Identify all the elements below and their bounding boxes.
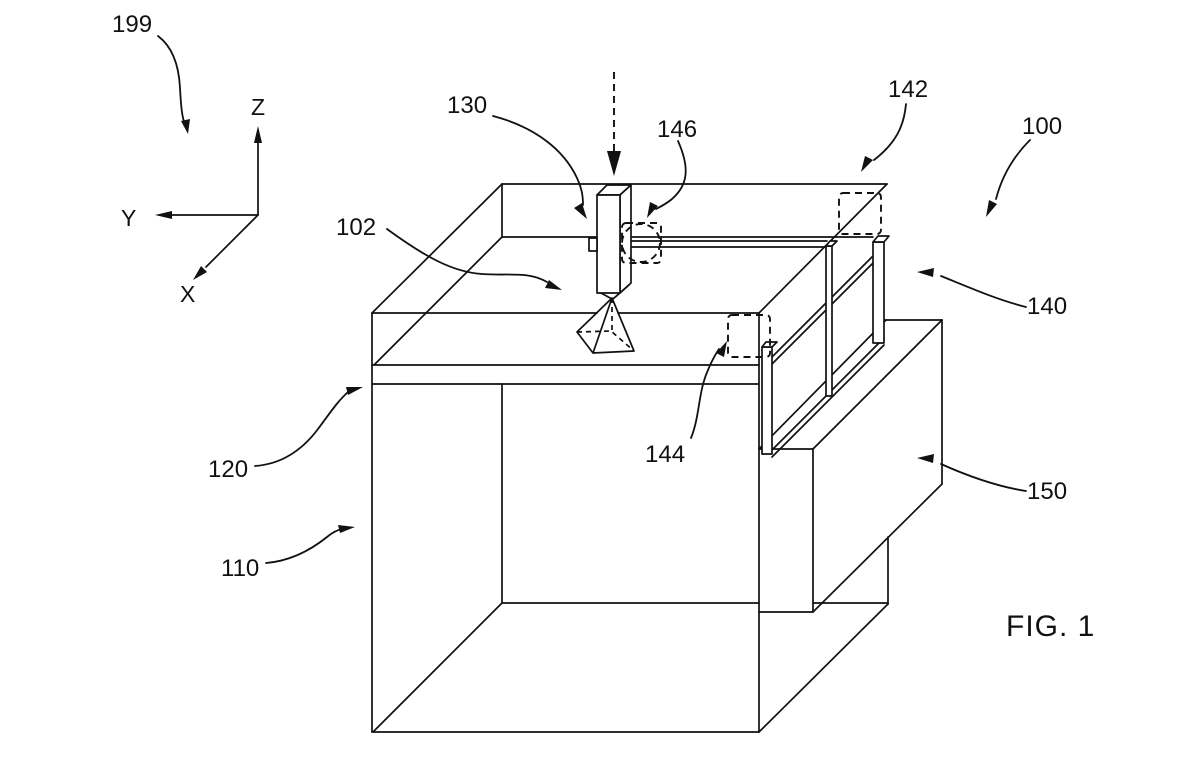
arrowhead-110 <box>338 525 355 533</box>
arrowhead-102 <box>545 280 562 290</box>
label-199: 199 <box>112 11 152 38</box>
label-140: 140 <box>1027 293 1067 320</box>
x-axis-line <box>205 214 259 268</box>
label-146: 146 <box>657 116 697 143</box>
upper-rail-top-edge <box>771 255 874 358</box>
y-axis-arrowhead <box>155 211 172 219</box>
z-axis-label: Z <box>251 94 265 120</box>
arrowhead-130 <box>574 203 587 219</box>
label-120: 120 <box>208 456 248 483</box>
upper-rail-bottom-edge <box>771 262 874 365</box>
housing-bottom-right-edge <box>758 603 889 733</box>
arrowhead-142 <box>861 156 873 172</box>
tray-inner-left-edge <box>373 236 503 366</box>
back-post-cap <box>872 235 890 243</box>
leader-100 <box>995 139 1031 200</box>
leader-150 <box>940 463 1027 492</box>
middle-post-cap <box>825 240 838 247</box>
leader-199 <box>157 35 186 125</box>
arrowhead-100 <box>986 200 997 217</box>
leader-142 <box>873 103 907 161</box>
tray-outer-left-edge <box>371 183 503 314</box>
leader-144 <box>690 348 720 439</box>
leader-146 <box>655 140 687 210</box>
x-axis-arrowhead <box>193 266 207 280</box>
z-axis-arrowhead <box>254 126 262 143</box>
side-unit-box <box>758 319 943 613</box>
label-144: 144 <box>645 441 685 468</box>
side-unit-top-right-edge <box>812 319 943 450</box>
head-coupler-dashed-circle <box>621 223 661 263</box>
figure-caption: FIG. 1 <box>1006 610 1095 643</box>
housing-inner-floor-left-edge <box>373 602 503 732</box>
head-coupler-dashed-box <box>621 222 662 264</box>
axis-triad <box>155 126 262 280</box>
print-head-tab <box>588 237 598 252</box>
arrowhead-140 <box>917 268 934 277</box>
pyramid-hidden-edges <box>576 298 635 352</box>
leader-102 <box>386 228 548 283</box>
leader-140 <box>940 275 1027 308</box>
print-head-nozzle <box>600 284 630 300</box>
label-110: 110 <box>221 555 259 582</box>
side-unit-top-left-edge <box>758 319 887 450</box>
arrowhead-120 <box>346 387 363 395</box>
leader-120 <box>254 391 349 467</box>
leader-lines <box>157 35 1031 564</box>
leader-110 <box>265 528 343 564</box>
label-130: 130 <box>447 92 487 119</box>
leader-130 <box>492 115 584 206</box>
housing-outline <box>371 312 889 733</box>
feed-arrow-head <box>607 151 621 176</box>
back-post <box>872 241 885 344</box>
label-102: 102 <box>336 214 376 241</box>
platform-tray <box>371 183 888 385</box>
back-carriage-dashed-box <box>838 192 882 235</box>
middle-post <box>825 245 833 397</box>
rail-posts <box>761 235 890 455</box>
label-142: 142 <box>888 76 928 103</box>
y-beam <box>630 240 828 248</box>
side-unit-bottom-right-edge <box>812 483 943 613</box>
print-head <box>588 184 632 300</box>
label-150: 150 <box>1027 478 1067 505</box>
printed-object-pyramid <box>576 297 635 354</box>
print-head-front-face <box>596 194 621 294</box>
front-carriage-dashed-box <box>727 314 771 358</box>
arrowhead-199 <box>181 119 190 134</box>
tray-right-rim-edge <box>758 183 888 314</box>
label-100: 100 <box>1022 113 1062 140</box>
arrowhead-146 <box>647 202 658 218</box>
dashed-carriages <box>621 192 882 358</box>
lower-rail-bottom-edge <box>771 344 885 458</box>
arrowhead-150 <box>917 454 934 463</box>
arrowhead-144 <box>716 341 727 357</box>
x-axis-label: X <box>180 281 195 307</box>
reference-labels: 199 Z Y X 130 146 142 100 102 140 144 15… <box>112 11 1095 643</box>
pyramid-visible-edges <box>576 297 635 354</box>
front-post <box>761 346 773 455</box>
feed-direction-arrow <box>607 72 621 176</box>
y-axis-label: Y <box>121 205 136 231</box>
